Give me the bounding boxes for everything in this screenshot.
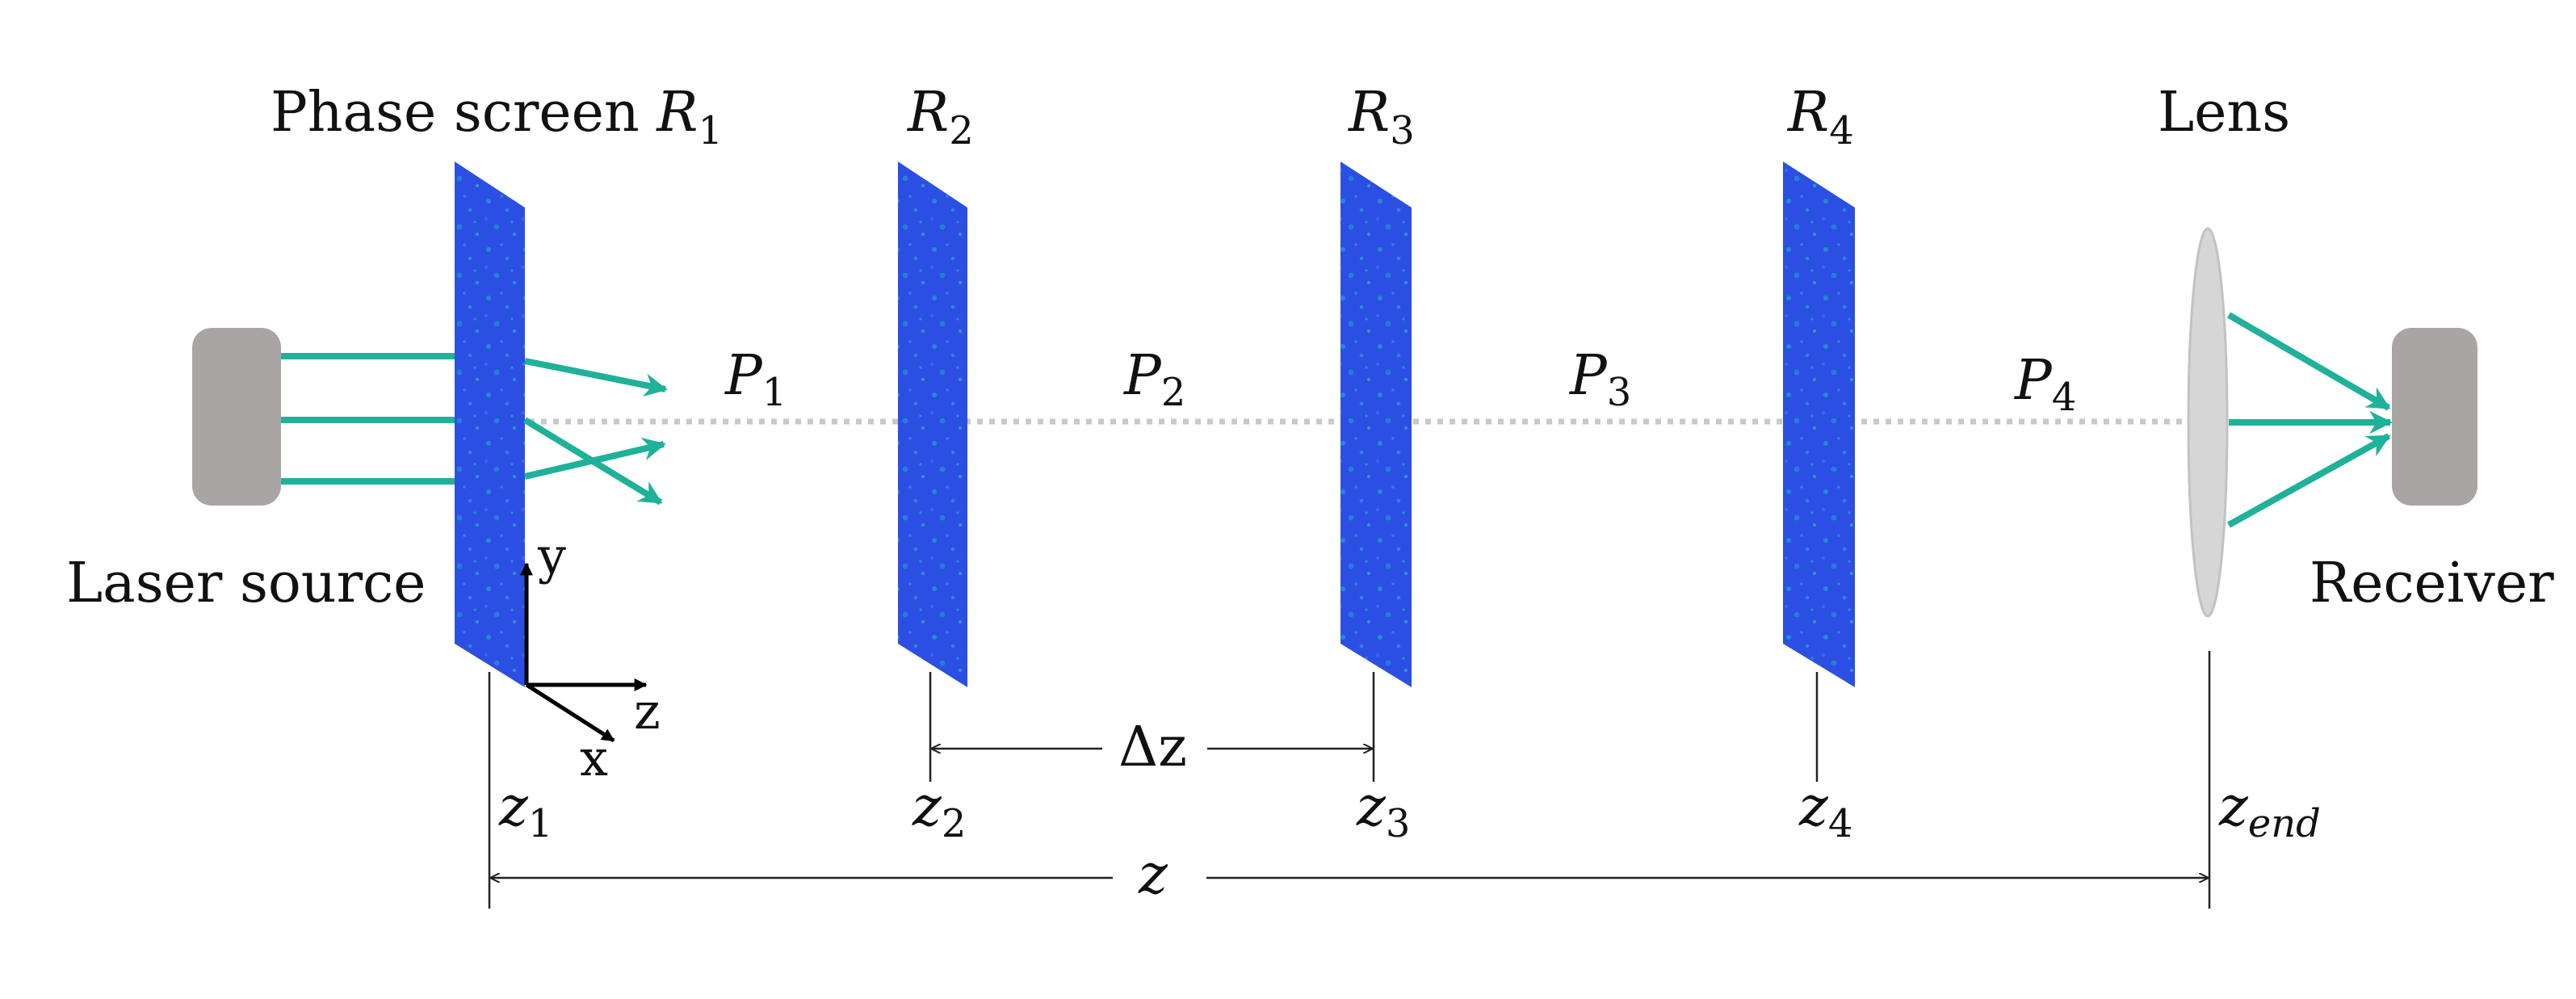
phase-screen-r4 <box>1783 162 1855 687</box>
screen-r2-label: R2 <box>906 81 974 153</box>
lens-label: Lens <box>2158 81 2290 145</box>
axis-y-label: y <box>537 527 566 586</box>
phase-screen-r2 <box>898 162 967 687</box>
scattered-beams <box>522 358 668 506</box>
z2-label: z2 <box>912 775 966 846</box>
axis-x-label: x <box>580 728 608 787</box>
z3-label: z3 <box>1356 775 1410 846</box>
propagation-p1-label: P1 <box>724 344 787 415</box>
propagation-p3-label: P3 <box>1568 344 1631 415</box>
axis-z-label: z <box>634 682 661 741</box>
z1-label: z1 <box>498 775 552 846</box>
focused-beams <box>2226 312 2393 528</box>
receiver-label: Receiver <box>2310 552 2554 615</box>
phase-screen-r3 <box>1340 162 1412 687</box>
delta-z-label: Δz <box>1118 716 1187 779</box>
z-end-label: zend <box>2218 775 2321 846</box>
laser-source-box <box>192 328 281 506</box>
propagation-p2-label: P2 <box>1122 344 1185 415</box>
screen-r4-label: R4 <box>1786 81 1854 153</box>
laser-source-label: Laser source <box>66 552 426 615</box>
lens-shape <box>2187 227 2229 618</box>
phase-screen-r1-label: Phase screen R1 <box>271 81 723 153</box>
z4-label: z4 <box>1798 775 1852 846</box>
incoming-beams <box>281 344 485 493</box>
screen-r3-label: R3 <box>1347 81 1415 153</box>
phase-screen-r1 <box>455 162 525 687</box>
total-z-label: z <box>1138 843 1168 907</box>
propagation-p4-label: P4 <box>2013 349 2076 420</box>
position-ticks <box>488 651 2211 909</box>
coordinate-axes <box>520 562 648 743</box>
receiver-box <box>2392 328 2477 506</box>
